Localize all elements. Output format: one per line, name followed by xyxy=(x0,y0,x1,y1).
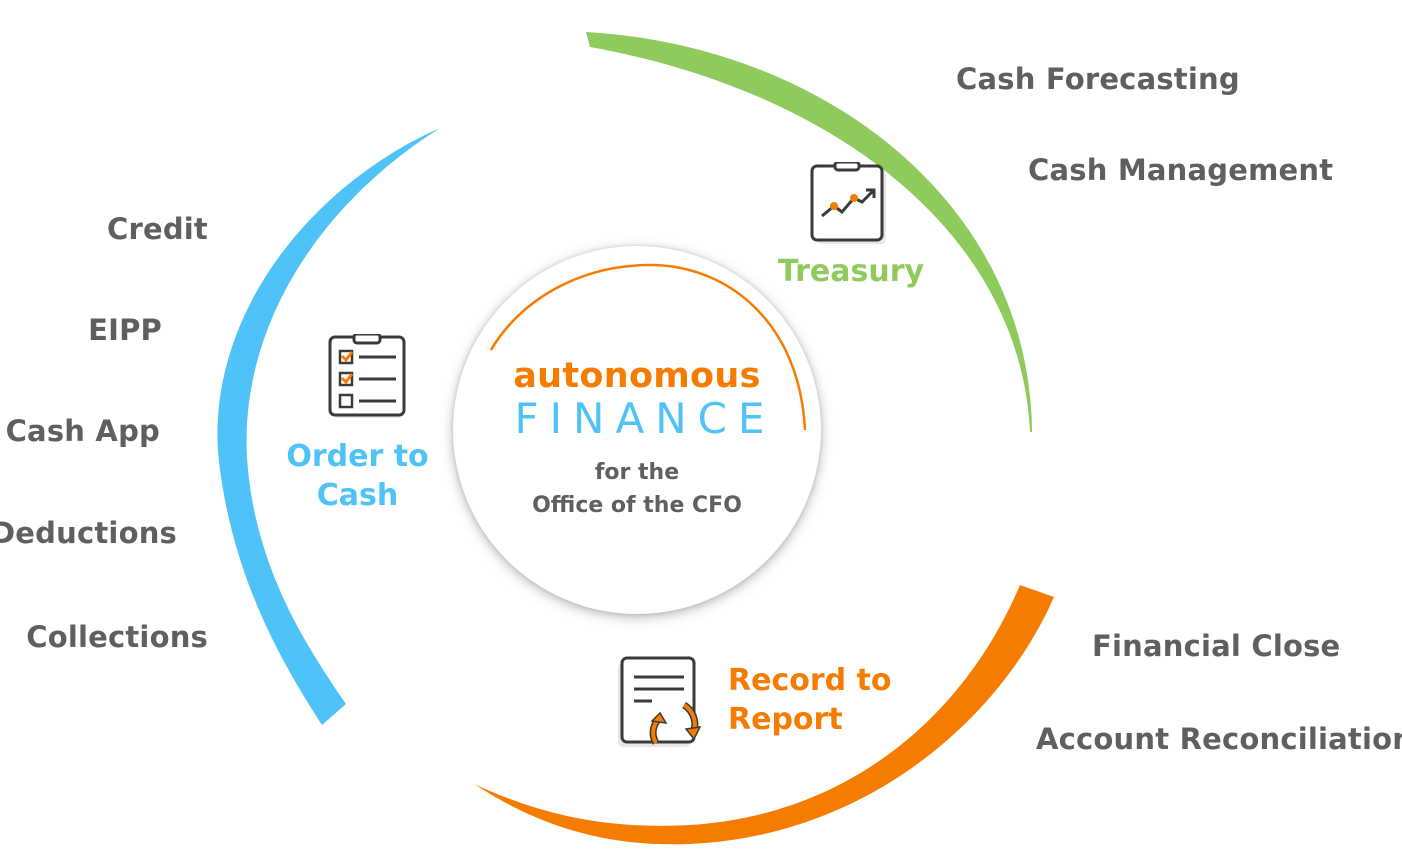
order-to-cash-line2: Cash xyxy=(316,478,399,513)
section-record-to-report: Record to Report xyxy=(712,661,918,739)
treasury-label: Treasury xyxy=(777,254,925,289)
rtr-item-financial-close: Financial Close xyxy=(1092,629,1341,663)
brand-autonomous: autonomous xyxy=(513,356,761,396)
section-treasury: Treasury xyxy=(770,252,932,291)
rtr-item-account-reconciliation: Account Reconciliation xyxy=(1036,722,1402,756)
section-order-to-cash: Order to Cash xyxy=(275,437,440,515)
subtitle-line1: for the xyxy=(594,460,680,485)
order-to-cash-arc xyxy=(217,128,440,725)
checklist-clipboard-icon xyxy=(326,332,408,424)
otc-item-collections: Collections xyxy=(26,620,208,654)
otc-item-cash-app: Cash App xyxy=(5,414,160,448)
record-to-report-line2: Report xyxy=(728,702,843,737)
treasury-item-cash-forecasting: Cash Forecasting xyxy=(956,62,1240,96)
order-to-cash-line1: Order to xyxy=(286,439,429,474)
document-refresh-icon xyxy=(612,655,712,759)
record-to-report-arc xyxy=(474,585,1054,845)
treasury-item-cash-management: Cash Management xyxy=(1028,153,1334,187)
otc-item-eipp: EIPP xyxy=(88,313,162,347)
subtitle-line2: Office of the CFO xyxy=(532,493,742,518)
otc-item-credit: Credit xyxy=(106,212,208,246)
chart-clipboard-icon xyxy=(808,160,890,250)
record-to-report-line1: Record to xyxy=(728,663,892,698)
center-subtitle: for the Office of the CFO xyxy=(453,456,821,522)
center-circle: autonomous FINANCE for the Office of the… xyxy=(453,246,821,614)
otc-item-deductions: Deductions xyxy=(0,516,177,550)
brand-finance: FINANCE xyxy=(514,394,776,443)
treasury-arc xyxy=(586,32,1032,432)
